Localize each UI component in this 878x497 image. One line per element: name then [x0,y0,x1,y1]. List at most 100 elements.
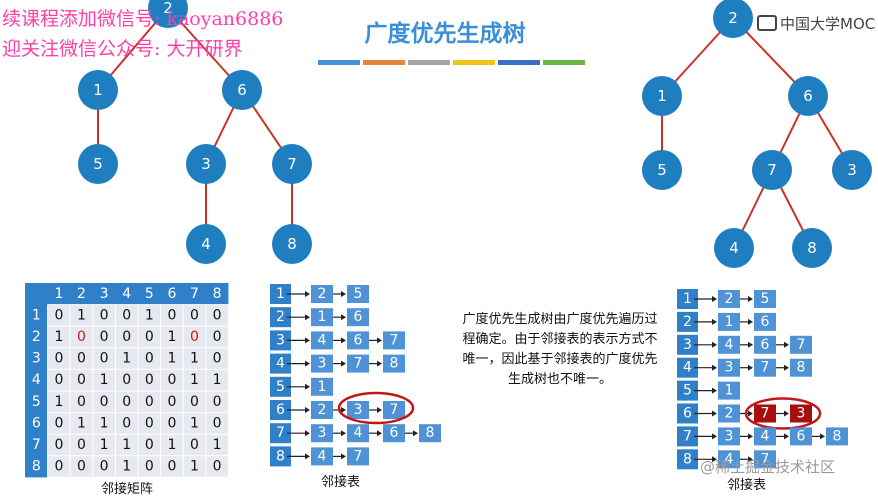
list-left-arrow-head [341,291,346,297]
list-left-cell [311,354,333,373]
matrix-cell: 1 [213,437,222,453]
list-right-head-label: 7 [683,428,692,444]
list-right-cell [826,427,848,446]
tree-right-node-8 [792,228,832,268]
list-left-head-label: 1 [276,286,285,302]
matrix-cell: 1 [54,329,63,345]
matrix-cell: 0 [100,351,109,367]
matrix-cell: 0 [54,372,63,388]
tree-right-node-5 [642,150,682,190]
matrix-cell: 0 [213,415,222,431]
list-left-head-label: 7 [276,425,285,441]
matrix-row-header: 7 [32,437,41,453]
list-right-head [677,334,698,355]
matrix-cell: 0 [77,394,86,410]
matrix-cell: 0 [54,415,63,431]
tree-right-node-1 [642,76,682,116]
matrix-cell: 0 [145,459,154,475]
list-left-arrow-head [305,430,310,437]
mooc-logo-icon [757,15,777,31]
list-right-head-label: 6 [683,406,692,422]
list-left-cell-label: 7 [390,402,399,418]
list-left-arrow-head [305,314,310,321]
list-right-head [677,426,698,447]
matrix-cell: 1 [167,437,176,453]
tree-left-node-3 [186,144,226,184]
tree-left-node-8 [272,224,312,264]
list-right-cell [790,335,812,354]
matrix-cell: 1 [167,329,176,345]
list-right-arrow-head [712,341,717,348]
color-bar-segment [408,60,450,65]
tree-right-node-label: 5 [657,161,667,179]
list-right-cell-label: 7 [761,360,770,376]
list-right-head-label: 3 [683,337,692,353]
tree-left-node-label: 4 [201,235,211,253]
list-left-head [270,376,291,397]
list-right-highlight-ring [744,397,822,430]
list-left-cell [383,354,405,373]
list-left-cell-label: 2 [318,402,327,418]
list-right-cell-label: 7 [761,451,770,467]
color-bar-segment [543,60,585,65]
list-left-arrow-head [377,430,382,437]
list-right-arrow-head [820,433,825,440]
tree-left-node-2 [148,0,188,28]
list-left-cell-label: 3 [354,402,363,418]
list-right-cell-label: 3 [797,406,806,422]
list-right-arrow-head [712,410,717,417]
matrix-cell: 0 [190,329,199,345]
tree-left-node-7 [272,144,312,184]
matrix-cell: 0 [213,351,222,367]
list-left-arrow-head [305,407,310,413]
tree-left-node-label: 3 [201,155,211,173]
tree-right-node-label: 6 [803,87,813,105]
list-right-cell-label: 5 [761,291,770,307]
matrix-cell: 0 [213,459,222,475]
list-right-arrow-head [784,364,789,371]
list-left-head-label: 2 [276,309,285,325]
list-left-arrow-head [341,453,346,460]
list-right-cell-label: 4 [761,428,770,444]
list-right-cell [754,312,776,331]
list-left-cell-label: 7 [390,332,399,348]
matrix-cell: 0 [77,437,86,453]
matrix-cell: 0 [122,394,131,410]
mooc-logo: 中国大学MOC [757,13,875,34]
list-left-cell-label: 4 [318,332,327,348]
list-right-head [677,449,698,470]
list-left-cell [311,447,333,466]
list-right-cell [718,290,740,308]
list-right-head-label: 1 [683,291,692,307]
list-right-arrow-head [748,433,753,440]
matrix-col-header: 7 [190,286,199,302]
matrix-cell: 0 [167,394,176,410]
list-left-cell [311,308,333,327]
tree-left-node-label: 5 [93,155,103,173]
list-left-head [270,307,291,328]
matrix-row-header: 6 [32,415,41,431]
list-right-arrow-head [784,341,789,348]
matrix-cell: 0 [213,307,222,323]
list-right-arrow-head [712,364,717,371]
list-right-arrow-head [712,456,717,463]
tree-left-node-4 [186,224,226,264]
matrix-row-header: 2 [32,329,41,345]
list-left-cell [311,285,333,303]
matrix-col-header: 2 [77,286,86,302]
tree-left-node-label: 6 [237,81,247,99]
tree-right-node-2 [713,0,753,38]
matrix-cell: 0 [167,372,176,388]
list-left-cell [383,401,405,419]
list-right-cell [718,335,740,354]
matrix-col-header: 5 [145,286,154,302]
watermark-line-1: 续课程添加微信号: kaoyan6886 [2,8,284,30]
matrix-col-header: 4 [122,286,131,302]
matrix-cell: 0 [100,394,109,410]
matrix-cell: 0 [77,372,86,388]
list-left-cell [383,331,405,350]
list-left-cell [347,285,369,303]
description-text: 广度优先生成树由广度优先遍历过程确定。由于邻接表的表示方式不唯一，因此基于邻接表… [462,312,658,387]
